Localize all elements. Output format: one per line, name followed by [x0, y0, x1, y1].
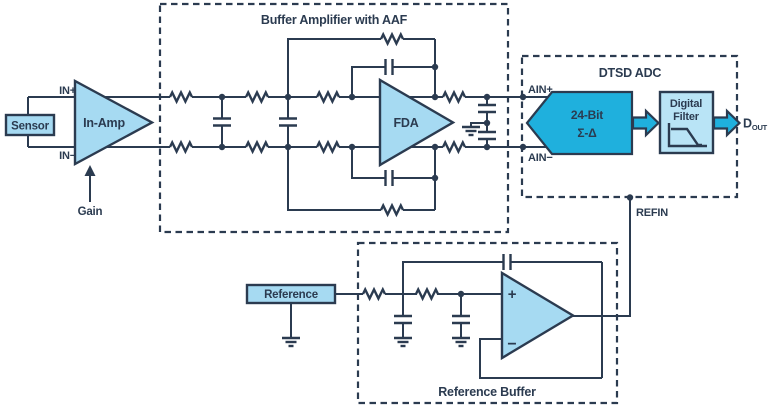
resistor — [244, 141, 270, 153]
junction-dot — [284, 93, 292, 101]
sigma-delta-modulator-block — [525, 90, 634, 156]
buffer-amplifier-title: Buffer Amplifier with AAF — [261, 13, 408, 27]
capacitor — [392, 314, 414, 325]
resistor — [168, 141, 194, 153]
passive-components — [168, 33, 512, 348]
gain-label: Gain — [78, 206, 103, 218]
resistor — [315, 91, 341, 103]
junction-dot — [519, 143, 527, 151]
resistor — [441, 141, 467, 153]
ground-symbol — [280, 336, 302, 348]
wire-opamp-minus-fb — [479, 338, 602, 379]
gain-arrowhead — [84, 165, 96, 176]
reference-block — [245, 283, 337, 305]
opamp-minus-input-label: − — [507, 336, 516, 353]
in-amp-triangle — [73, 78, 155, 167]
ground-symbol — [392, 336, 414, 348]
capacitor — [476, 103, 498, 114]
junction-dot — [483, 143, 491, 151]
modulator-label-line1: 24-Bit — [571, 108, 603, 122]
lowpass-response-icon — [671, 127, 702, 147]
junction-dot — [431, 63, 439, 71]
junction-dot — [519, 93, 527, 101]
wire-refin — [573, 197, 631, 317]
dout-subscript: OUT — [752, 123, 768, 132]
reference-label: Reference — [264, 289, 318, 301]
junction-dot — [431, 93, 439, 101]
feedback-resistor — [379, 204, 405, 216]
filter-glyph-axes — [667, 123, 707, 148]
junction-dot — [218, 93, 226, 101]
in-plus-pin-label: IN+ — [59, 85, 76, 97]
junction-dot — [457, 290, 465, 298]
resistor — [414, 288, 440, 300]
resistor — [315, 141, 341, 153]
signal-arrow — [631, 108, 661, 138]
capacitor — [277, 117, 299, 127]
fda-label: FDA — [393, 116, 418, 130]
feedback-resistor — [379, 33, 405, 45]
junction-dot — [218, 143, 226, 151]
wire-bottom-fb-resistor — [287, 147, 435, 211]
junction-dot — [483, 93, 491, 101]
ground-symbol — [460, 125, 482, 137]
resistor — [361, 288, 387, 300]
digital-filter-label-line1: Digital — [670, 98, 702, 110]
junction-dot — [431, 174, 439, 182]
refin-pin-dot — [626, 194, 634, 201]
sensor-block — [4, 113, 56, 137]
dout-label: DOUT — [743, 117, 768, 133]
capacitor — [450, 314, 472, 325]
junction-dot — [284, 143, 292, 151]
dtsd-adc-title: DTSD ADC — [599, 66, 662, 80]
ground-symbol — [450, 336, 472, 348]
opamp-triangle — [500, 270, 576, 361]
junction-dot — [348, 143, 356, 151]
reference-buffer-title: Reference Buffer — [438, 385, 536, 399]
signal-arrow — [712, 108, 742, 138]
feedback-capacitor — [384, 57, 394, 77]
fda-triangle — [378, 77, 456, 168]
refin-pin-label: REFIN — [636, 207, 668, 219]
junction-dot — [483, 119, 491, 127]
resistor — [441, 91, 467, 103]
junction-dot — [348, 93, 356, 101]
feedback-capacitor — [502, 252, 512, 272]
wire-refbuf-fb-cap — [402, 261, 603, 378]
feedback-capacitor — [384, 168, 394, 188]
in-amp-label: In-Amp — [83, 116, 125, 130]
sensor-label: Sensor — [11, 121, 50, 133]
capacitor — [211, 117, 233, 127]
in-minus-pin-label: IN− — [59, 150, 76, 162]
junction-dot — [431, 143, 439, 151]
digital-filter-label-line2: Filter — [673, 111, 700, 123]
modulator-label-line2: Σ-Δ — [577, 126, 597, 140]
ain-minus-pin-label: AIN− — [528, 152, 553, 164]
wire-top-fb-resistor — [287, 38, 435, 97]
buffer-amplifier-box — [158, 2, 510, 234]
capacitor — [476, 130, 498, 141]
resistor — [168, 91, 194, 103]
opamp-plus-input-label: + — [508, 286, 517, 303]
dout-main: D — [743, 117, 752, 131]
resistor — [244, 91, 270, 103]
ain-plus-pin-label: AIN+ — [528, 84, 553, 96]
